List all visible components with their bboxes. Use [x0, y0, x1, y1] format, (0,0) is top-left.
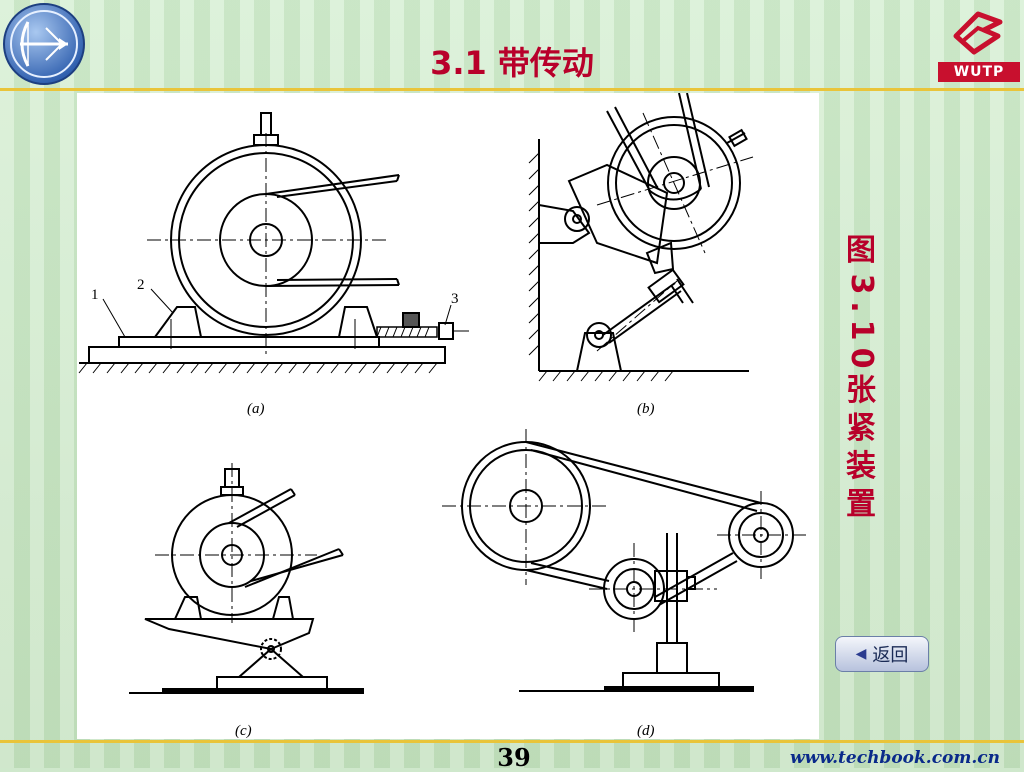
back-arrow-icon: ◀ — [855, 646, 867, 662]
footer-divider — [0, 740, 1024, 743]
return-button[interactable]: ◀ 返回 — [835, 636, 929, 672]
subfigure-c — [129, 463, 364, 694]
page-title: 3.1 带传动 — [430, 44, 594, 82]
figure-panel: 1 2 3 (a) (b) (c) (d) — [77, 92, 819, 739]
subfigure-label-b: (b) — [637, 401, 655, 417]
subfigure-d — [442, 429, 807, 692]
header-divider — [0, 88, 1024, 91]
subfigure-label-c: (c) — [235, 723, 252, 739]
subfigure-label-a: (a) — [247, 401, 265, 417]
wutp-emblem-icon — [953, 11, 1003, 55]
caption-char: 装 — [846, 449, 876, 484]
subfigure-label-d: (d) — [637, 723, 655, 739]
caption-char: 图 — [846, 233, 876, 268]
part-label-2: 2 — [137, 277, 145, 293]
part-label-1: 1 — [91, 287, 99, 303]
page-number: 39 — [497, 743, 531, 772]
wutp-logo-text: WUTP — [938, 62, 1020, 82]
caption-char: 置 — [846, 487, 876, 522]
caption-char: 0 — [844, 347, 879, 369]
return-button-label: 返回 — [872, 645, 909, 666]
subfigure-b — [528, 92, 754, 382]
tensioning-device-diagram: 1 2 3 (a) (b) (c) (d) — [78, 92, 807, 739]
part-label-3: 3 — [451, 291, 459, 307]
footer-url: www.techbook.com.cn — [789, 748, 1000, 768]
subfigure-a — [78, 112, 469, 374]
bow-arrow-logo-icon — [2, 2, 86, 86]
caption-char: 张 — [846, 373, 876, 408]
wutp-logo: WUTP — [938, 2, 1020, 86]
caption-char: 紧 — [846, 411, 876, 446]
